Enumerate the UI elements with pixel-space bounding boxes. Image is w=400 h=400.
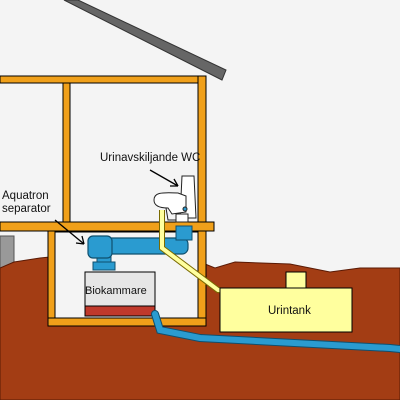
wc-arrow [149,169,179,187]
separator-label: Aquatron separator [2,190,51,216]
separator-label-line1: Aquatron [2,190,49,202]
wc-label: Urinavskiljande WC [100,152,201,164]
urine-tank-label: Urintank [268,305,311,317]
separator-label-line2: separator [2,203,51,215]
house-frame [0,75,215,327]
separator-arrow [54,219,85,245]
wc-toilet [153,175,197,223]
composting-chamber-label: Biokammare [85,285,147,297]
label-arrows [54,169,179,245]
roof [63,0,227,81]
urine-tank [219,271,353,333]
